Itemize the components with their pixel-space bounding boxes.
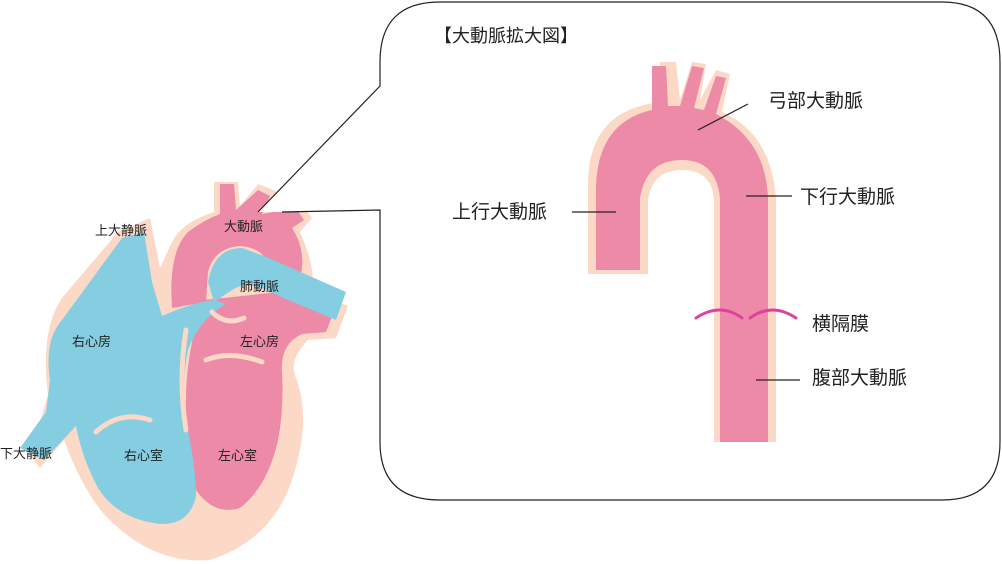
left-heart-shape [185, 290, 336, 510]
pulmonary-artery-shape [208, 248, 346, 320]
svc-label: 上大静脈 [95, 224, 147, 239]
aorta-label: 大動脈 [224, 220, 263, 235]
diaphragm-label: 横隔膜 [812, 313, 869, 335]
right-atrium-label: 右心房 [72, 334, 111, 350]
abdominal-label: 腹部大動脈 [812, 367, 907, 389]
arch-leader [697, 103, 749, 131]
descending-label: 下行大動脈 [800, 186, 895, 208]
pulmonary-artery-label: 肺動脈 [240, 280, 279, 295]
aorta-enlarged-illustration [588, 62, 798, 442]
ivc-label: 下大静脈 [0, 447, 52, 462]
tricuspid-line [93, 414, 153, 435]
zoom-title: 【大動脈拡大図】 [434, 26, 578, 47]
diaphragm-arc-right [748, 308, 798, 320]
left-ventricle-label: 左心室 [218, 448, 257, 464]
mitral-line [203, 353, 265, 365]
ascending-label: 上行大動脈 [452, 201, 547, 223]
heart-illustration: 上大静脈 下大静脈 大動脈 肺動脈 右心房 左心房 右心室 左心室 [0, 182, 348, 561]
septum-line [179, 327, 189, 433]
right-heart-shape [20, 232, 226, 524]
left-atrium-label: 左心房 [240, 334, 279, 350]
aortic-valve-line [209, 309, 247, 324]
aorta-vessel [596, 66, 768, 442]
arch-label: 弓部大動脈 [768, 90, 863, 112]
right-ventricle-label: 右心室 [124, 448, 163, 464]
diaphragm-arc-left [694, 308, 744, 320]
